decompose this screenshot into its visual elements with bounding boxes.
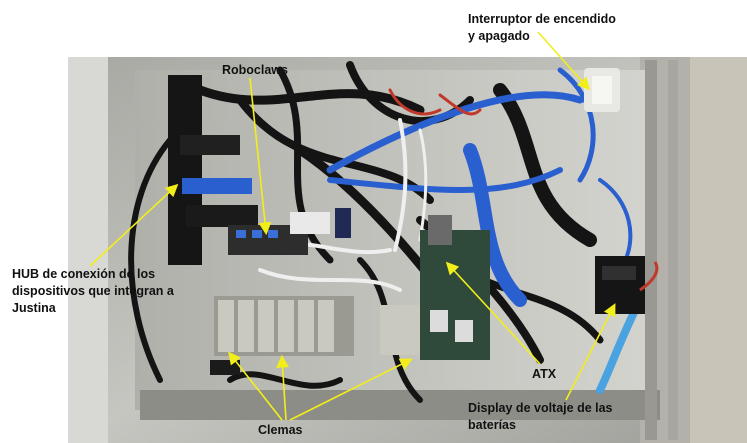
arrow-interruptor [537,31,591,91]
label-interruptor: Interruptor de encendido y apagado [468,11,668,45]
label-clemas: Clemas [258,423,303,437]
arrow-atx [445,261,541,365]
arrow-roboclaws [249,77,272,236]
annotation-arrows [89,31,616,421]
arrow-clemas-1 [228,351,283,421]
label-display-line1: Display de voltaje de las [468,401,613,415]
arrow-hub [89,183,179,267]
battery-voltage-display [595,256,659,314]
usb-hub [168,75,258,265]
label-hub-line1: HUB de conexión de los [12,267,156,281]
label-interruptor-line2: y apagado [468,29,530,43]
label-display-line2: baterías [468,418,516,432]
arrow-clemas-3 [289,358,413,421]
label-display: Display de voltaje de las baterías [468,400,668,434]
label-interruptor-line1: Interruptor de encendido [468,12,616,26]
label-hub-line3: Justina [12,301,56,315]
power-switch [584,68,620,112]
label-hub: HUB de conexión de los dispositivos que … [12,266,192,317]
atx-power-board [420,215,490,360]
arrow-clemas-2 [276,354,290,421]
red-cables [388,88,482,116]
terminal-blocks [210,296,420,375]
arrow-display [565,303,616,401]
label-roboclaws: Roboclaws [222,63,288,77]
label-atx: ATX [532,367,557,381]
label-hub-line2: dispositivos que integran a [12,284,174,298]
blue-cables [326,67,644,394]
